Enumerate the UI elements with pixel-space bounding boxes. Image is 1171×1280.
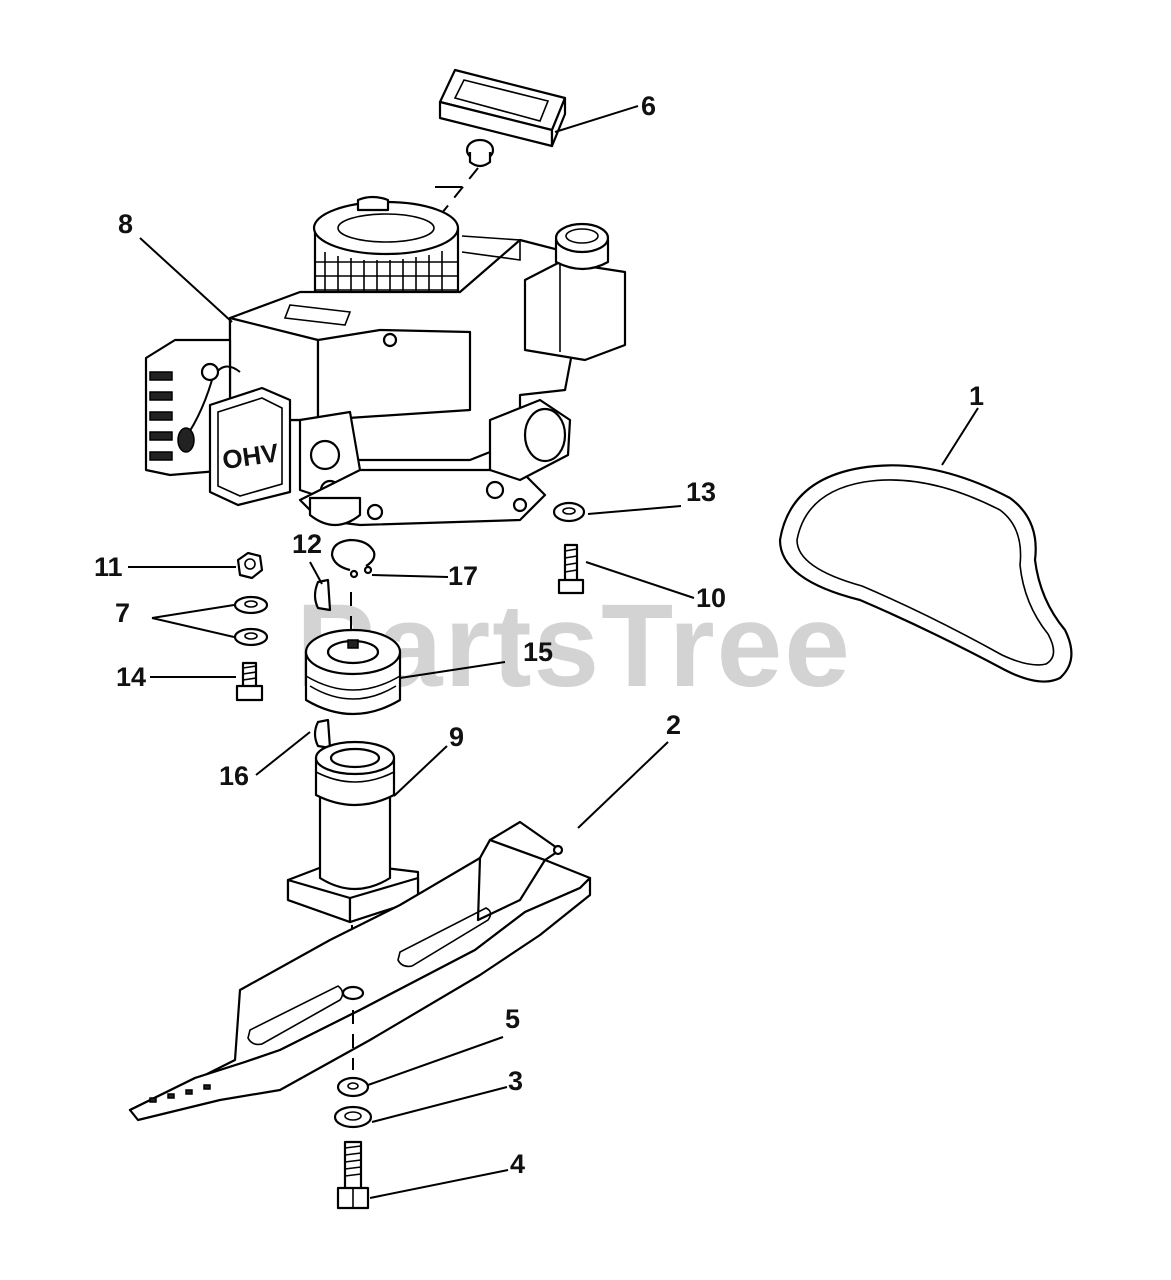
part-5-washer	[336, 1076, 370, 1098]
part-3-washer	[333, 1105, 373, 1129]
callout-16: 16	[219, 761, 249, 791]
callout-17: 17	[448, 561, 478, 591]
part-16-key	[313, 718, 332, 750]
part-8-engine: OHV	[144, 195, 627, 527]
callout-8: 8	[118, 209, 133, 239]
callout-13: 13	[686, 477, 716, 507]
part-6-filter-cover	[438, 68, 567, 168]
leader-lines	[128, 105, 979, 1199]
callout-1: 1	[969, 381, 984, 411]
part-13-washer	[552, 501, 586, 523]
part-4-bolt	[336, 1140, 370, 1210]
callout-12: 12	[292, 529, 322, 559]
callout-10: 10	[696, 583, 726, 613]
callout-9: 9	[449, 722, 464, 752]
callout-2: 2	[666, 710, 681, 740]
callout-5: 5	[505, 1004, 520, 1034]
part-15-pulley	[304, 628, 402, 715]
callout-6: 6	[641, 91, 656, 121]
part-17-ring	[330, 538, 376, 579]
part-9-spindle	[286, 740, 420, 924]
part-7-washers	[233, 595, 269, 647]
part-10-bolt	[557, 543, 585, 595]
part-11-nut	[236, 551, 264, 580]
part-14-bolt	[235, 661, 264, 702]
callout-4: 4	[510, 1149, 525, 1179]
callout-numbers: 1 2 3 4 5 6 7 8 9 10 11 12 13 14 15 16 1…	[94, 91, 984, 1179]
callout-14: 14	[116, 662, 146, 692]
part-1-belt	[778, 464, 1073, 683]
part-12-key	[313, 578, 332, 612]
callout-7: 7	[115, 598, 130, 628]
callout-11: 11	[94, 552, 123, 582]
callout-15: 15	[523, 637, 553, 667]
part-2-blade	[128, 820, 592, 1122]
callout-3: 3	[508, 1066, 523, 1096]
